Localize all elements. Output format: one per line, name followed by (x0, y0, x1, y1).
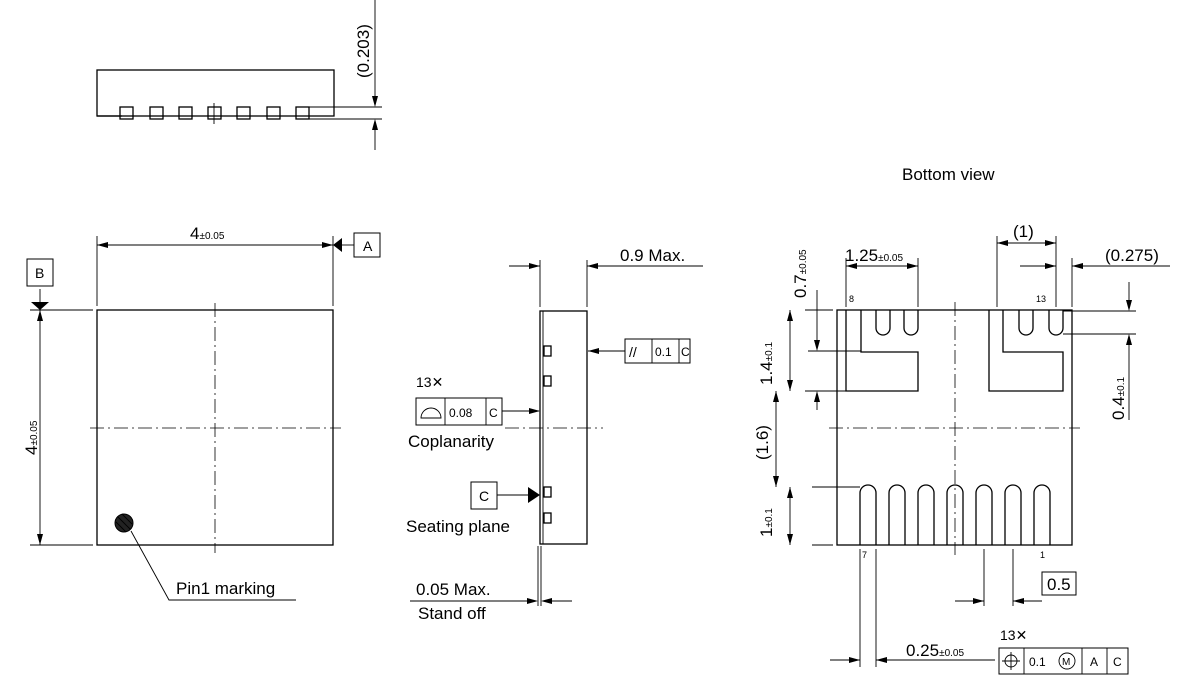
svg-text:C: C (489, 406, 498, 420)
svg-text:A: A (1090, 655, 1098, 669)
mmc-modifier-icon (1058, 652, 1076, 670)
lead-width-dim: 0.25±0.05 (906, 641, 964, 660)
lead-length-dim: 1±0.1 (757, 508, 776, 537)
pad-width-dim: 1.25±0.05 (845, 246, 903, 265)
width-dim: 4±0.05 (190, 224, 225, 243)
coplanarity-count: 13✕ (416, 374, 443, 390)
ref-1-dim: (1) (1013, 222, 1034, 241)
datum-a-box (353, 232, 381, 258)
position-frame: 0.1 M A C (998, 647, 1129, 675)
pitch-box (1041, 571, 1077, 596)
bottom-view-leads (859, 484, 1051, 545)
side-view-body (96, 69, 335, 117)
svg-text:0.1: 0.1 (1029, 655, 1046, 669)
datum-a-label: A (363, 238, 373, 254)
svg-text:0.08: 0.08 (449, 406, 473, 420)
svg-text:M: M (1062, 657, 1070, 668)
datum-c-box (470, 481, 498, 510)
pin-8-label: 8 (849, 294, 854, 304)
svg-text:C: C (1113, 655, 1122, 669)
svg-text://: // (629, 344, 637, 360)
bottom-view: Bottom view 8 13 7 1 (753, 165, 1170, 675)
side-view-right-body (539, 310, 588, 545)
pin-7-label: 7 (862, 550, 867, 560)
svg-text:0.1: 0.1 (655, 345, 672, 359)
datum-b-box (26, 258, 54, 287)
pin-1-label: 1 (1040, 550, 1045, 560)
side-view-top: (0.203) (96, 0, 382, 150)
pad-height-dim: 1.4±0.1 (757, 342, 776, 385)
ref-16-dim: (1.6) (753, 425, 772, 460)
svg-text:C: C (681, 345, 690, 359)
stand-off-max-dim: 0.05 Max. (416, 580, 491, 599)
seating-plane-label: Seating plane (406, 517, 510, 536)
pin-13-label: 13 (1036, 294, 1046, 304)
position-icon (1002, 652, 1020, 670)
top-view: Pin1 marking A 4±0.05 B 4±0.05 (22, 224, 381, 601)
pad-center-small-dim: 0.7±0.05 (791, 249, 810, 298)
side-height-dim: (0.203) (354, 24, 373, 78)
height-dim: 4±0.05 (22, 420, 41, 455)
parallelism-frame: // 0.1 C (624, 338, 691, 364)
side-view-right: 0.9 Max. // 0.1 C 13✕ 0.08 C Coplanarity… (406, 246, 703, 623)
pin1-marking-label: Pin1 marking (176, 579, 275, 598)
datum-b-label: B (35, 265, 44, 281)
ref-0275-dim: (0.275) (1105, 246, 1159, 265)
side-view-right-leads (543, 345, 552, 524)
datum-c-label: C (479, 488, 489, 504)
coplanarity-label: Coplanarity (408, 432, 494, 451)
stand-off-label: Stand off (418, 604, 486, 623)
max-height-dim: 0.9 Max. (620, 246, 685, 265)
side-view-leads (119, 103, 310, 124)
right-04-dim: 0.4±0.1 (1109, 377, 1128, 420)
position-count: 13✕ (1000, 627, 1027, 643)
coplanarity-frame: 0.08 C (415, 397, 503, 426)
pitch-dim: 0.5 (1047, 575, 1071, 594)
bottom-view-body (836, 309, 1073, 546)
bottom-view-title: Bottom view (902, 165, 995, 184)
right-exposed-pad (988, 310, 1064, 392)
left-exposed-pad (845, 310, 919, 392)
profile-of-surface-icon (420, 407, 442, 419)
